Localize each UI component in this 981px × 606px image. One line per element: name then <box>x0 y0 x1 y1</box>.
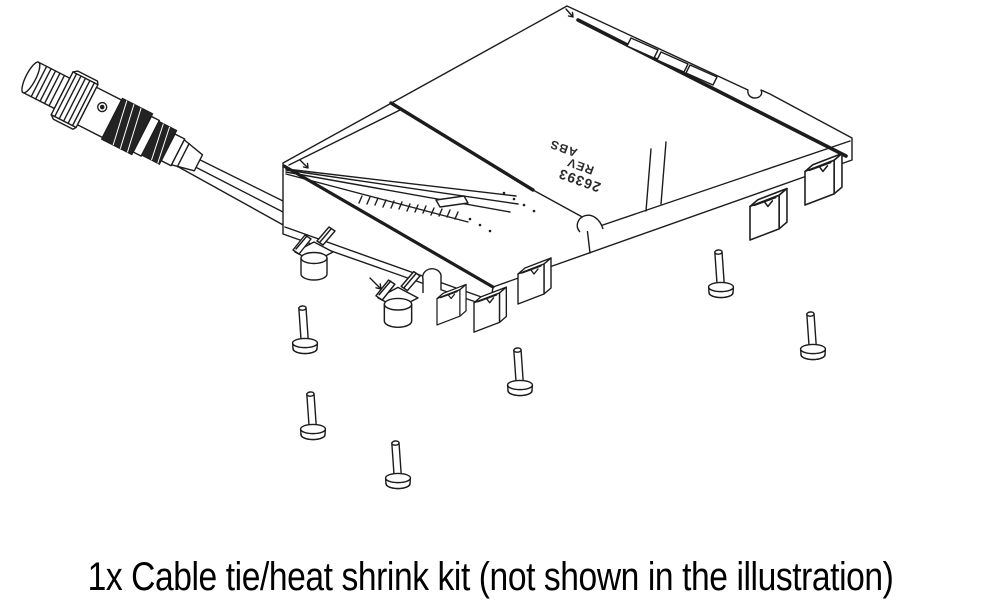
mounting-screw <box>291 305 319 355</box>
mounting-tab <box>749 187 788 241</box>
wedge-fan-lines <box>285 168 536 233</box>
mounting-screw <box>707 249 735 299</box>
fan-dots <box>468 191 536 233</box>
illustration-caption: 1x Cable tie/heat shrink kit (not shown … <box>87 555 894 599</box>
m12-connector <box>21 61 204 172</box>
abs-ecu-module: 26393 REV ABS <box>282 5 853 308</box>
ecu-module-illustration: 26393 REV ABS <box>21 5 853 490</box>
mounting-screw <box>799 311 827 361</box>
mounting-screws <box>291 249 827 490</box>
mounting-screw <box>299 391 327 441</box>
mounting-screw <box>506 347 534 397</box>
leader-arrows <box>299 8 574 290</box>
mounting-screw <box>384 440 412 490</box>
edge-bevel-line <box>576 18 848 158</box>
cable-tie-mount <box>375 270 421 329</box>
